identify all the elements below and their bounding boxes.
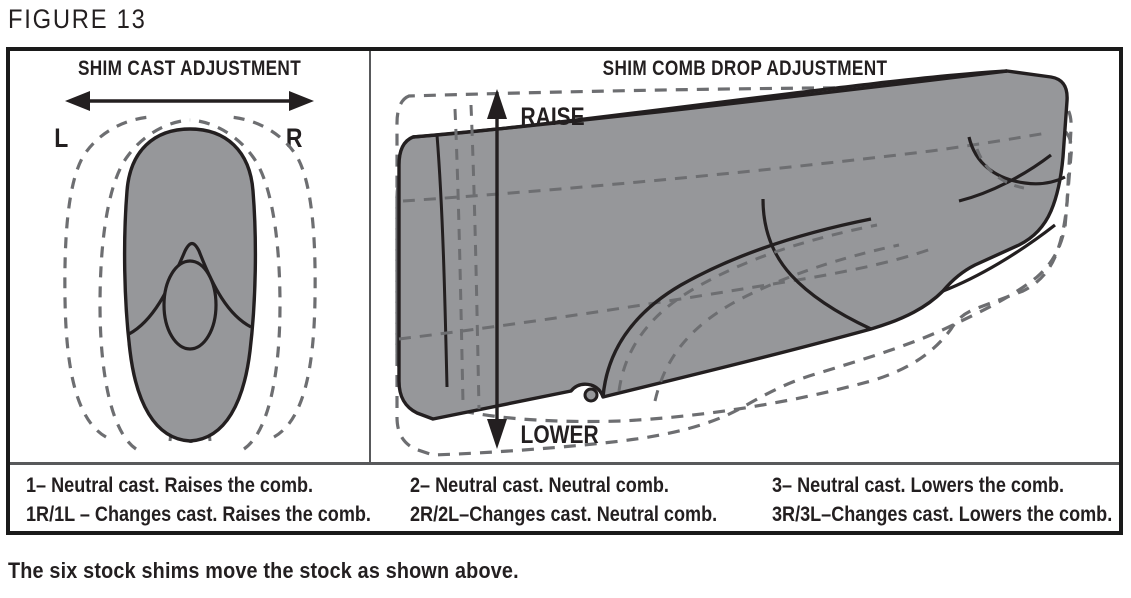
comb-label-raise: RAISE <box>521 102 585 130</box>
comb-drop-diagram: RAISE LOWER <box>395 69 1073 457</box>
legend-item: 3R/3L–Changes cast. Lowers the comb. <box>772 503 1113 526</box>
figure-box: SHIM CAST ADJUSTMENT L R <box>6 47 1123 535</box>
dashed-grip-offset-rear <box>653 243 900 402</box>
panels-container: SHIM CAST ADJUSTMENT L R <box>10 51 1119 462</box>
receiver-curve-detail <box>967 136 1066 186</box>
dashed-receiver-offset <box>975 148 1030 191</box>
dashed-comb-seam-front-a <box>453 108 465 404</box>
legend-item: 2R/2L–Changes cast. Neutral comb. <box>410 503 718 526</box>
legend-item: 2– Neutral cast. Neutral comb. <box>410 474 669 497</box>
legend-column-3: 3– Neutral cast. Lowers the comb. 3R/3L–… <box>772 471 1131 529</box>
cast-label-right: R <box>286 123 303 153</box>
double-vertical-arrow-icon <box>487 89 507 449</box>
comb-ridge-curve <box>128 241 252 336</box>
dashed-grip-offset-front <box>617 223 878 392</box>
legend-column-1: 1– Neutral cast. Raises the comb. 1R/1L … <box>26 471 427 529</box>
dashed-midline-contour <box>402 131 1048 203</box>
grip-front-curve <box>601 217 872 398</box>
comb-top-line <box>412 69 1008 139</box>
panel-cast-heading: SHIM CAST ADJUSTMENT <box>77 57 302 80</box>
double-horizontal-arrow-icon <box>65 91 314 111</box>
dashed-lower-contour <box>398 247 932 341</box>
figure-bottom-caption: The six stock shims move the stock as sh… <box>8 558 519 583</box>
stock-side-profile <box>397 69 1069 421</box>
comb-label-lower: LOWER <box>521 420 599 448</box>
cast-adjustment-diagram: L R <box>54 91 317 451</box>
comb-front-seam-line <box>435 134 449 388</box>
shim-screw-hole <box>162 259 218 351</box>
receiver-junction-line-upper <box>958 153 1052 203</box>
grip-rear-curve <box>761 198 872 331</box>
cast-label-left: L <box>54 123 68 153</box>
legend-item: 1– Neutral cast. Raises the comb. <box>26 474 314 497</box>
sling-swivel-stud-icon <box>583 387 599 403</box>
panel-shim-cast-adjustment: SHIM CAST ADJUSTMENT L R <box>10 51 369 462</box>
receiver-junction-line-lower <box>942 223 1056 293</box>
legend-item: 1R/1L – Changes cast. Raises the comb. <box>26 503 371 526</box>
legend: 1– Neutral cast. Raises the comb. 1R/1L … <box>10 465 1119 535</box>
panel-shim-comb-drop-adjustment: SHIM COMB DROP ADJUSTMENT <box>371 51 1119 462</box>
panel-comb-heading: SHIM COMB DROP ADJUSTMENT <box>602 57 888 80</box>
dashed-comb-seam-front-b <box>469 104 481 410</box>
dashed-outline-right-cast <box>229 115 317 439</box>
panel-divider <box>369 51 371 462</box>
dashed-outline-left-cast <box>63 115 151 439</box>
legend-column-2: 2– Neutral cast. Neutral comb. 2R/2L–Cha… <box>410 471 767 529</box>
page-title: FIGURE 13 <box>8 4 147 34</box>
legend-item: 3– Neutral cast. Lowers the comb. <box>772 474 1065 497</box>
legend-divider <box>10 462 1119 465</box>
